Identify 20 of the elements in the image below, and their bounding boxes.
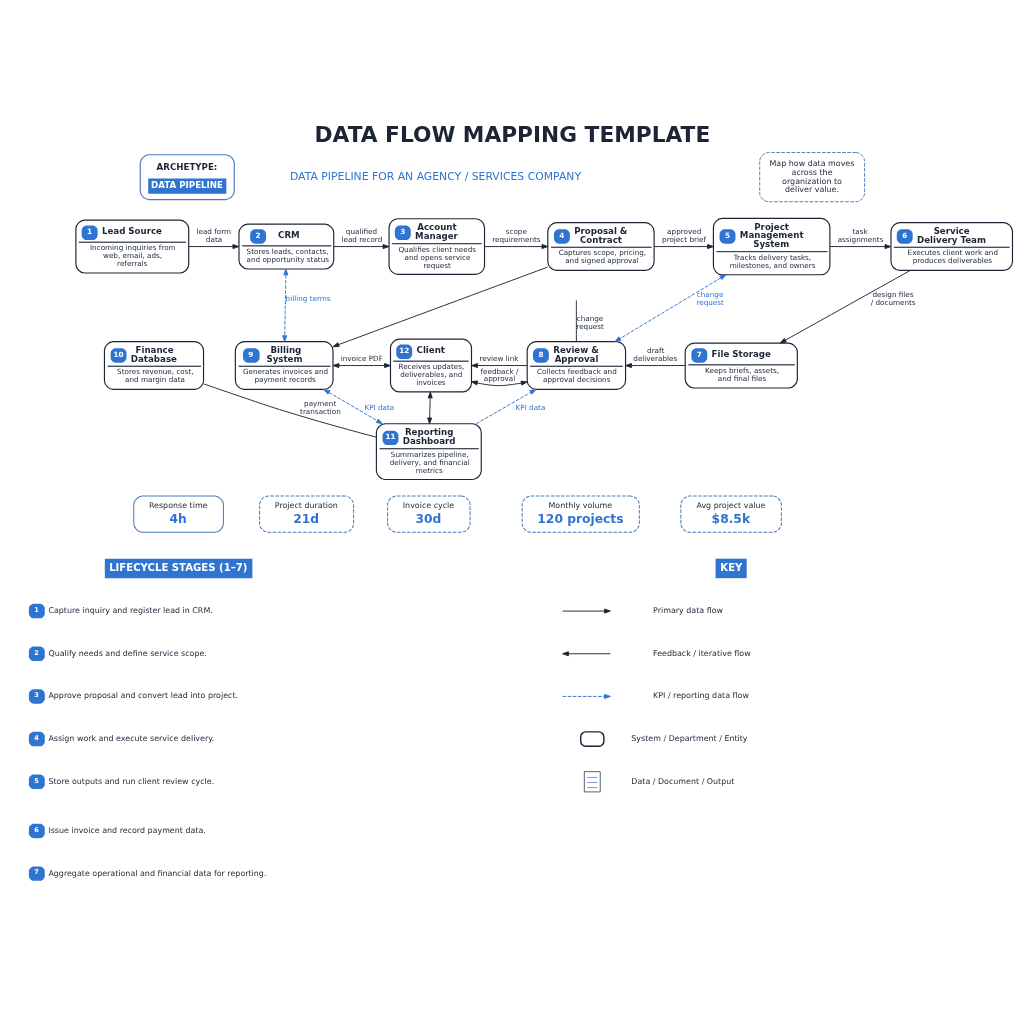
- edge-label: scope requirements: [492, 227, 541, 245]
- edge-label: billing terms: [285, 294, 331, 304]
- edge-label: lead form data: [196, 227, 232, 245]
- edge-label: review link: [479, 354, 519, 364]
- label: KEY: [720, 561, 743, 573]
- label: DATA PIPELINE FOR AN AGENCY / SERVICES COMPANY: [289, 169, 582, 183]
- edge-label: qualified lead record: [341, 227, 383, 245]
- edge-label: design files / documents: [870, 290, 916, 308]
- edge-label: change request: [576, 314, 604, 332]
- edge-label: KPI data: [364, 402, 395, 412]
- diagram-title: DATA FLOW MAPPING TEMPLATE: [314, 122, 711, 148]
- edge-label: KPI data: [515, 402, 546, 412]
- label: LIFECYCLE STAGES (1–7): [109, 561, 248, 573]
- edge-label: invoice PDF: [340, 354, 383, 364]
- edge-label: task assignments: [837, 227, 884, 245]
- edge-label: payment transaction: [300, 398, 341, 416]
- edge-label: draft deliverables: [633, 346, 678, 364]
- edge-label: approved project brief: [662, 227, 706, 245]
- edge-label: change request: [696, 290, 724, 308]
- edge-label: feedback / approval: [480, 366, 519, 384]
